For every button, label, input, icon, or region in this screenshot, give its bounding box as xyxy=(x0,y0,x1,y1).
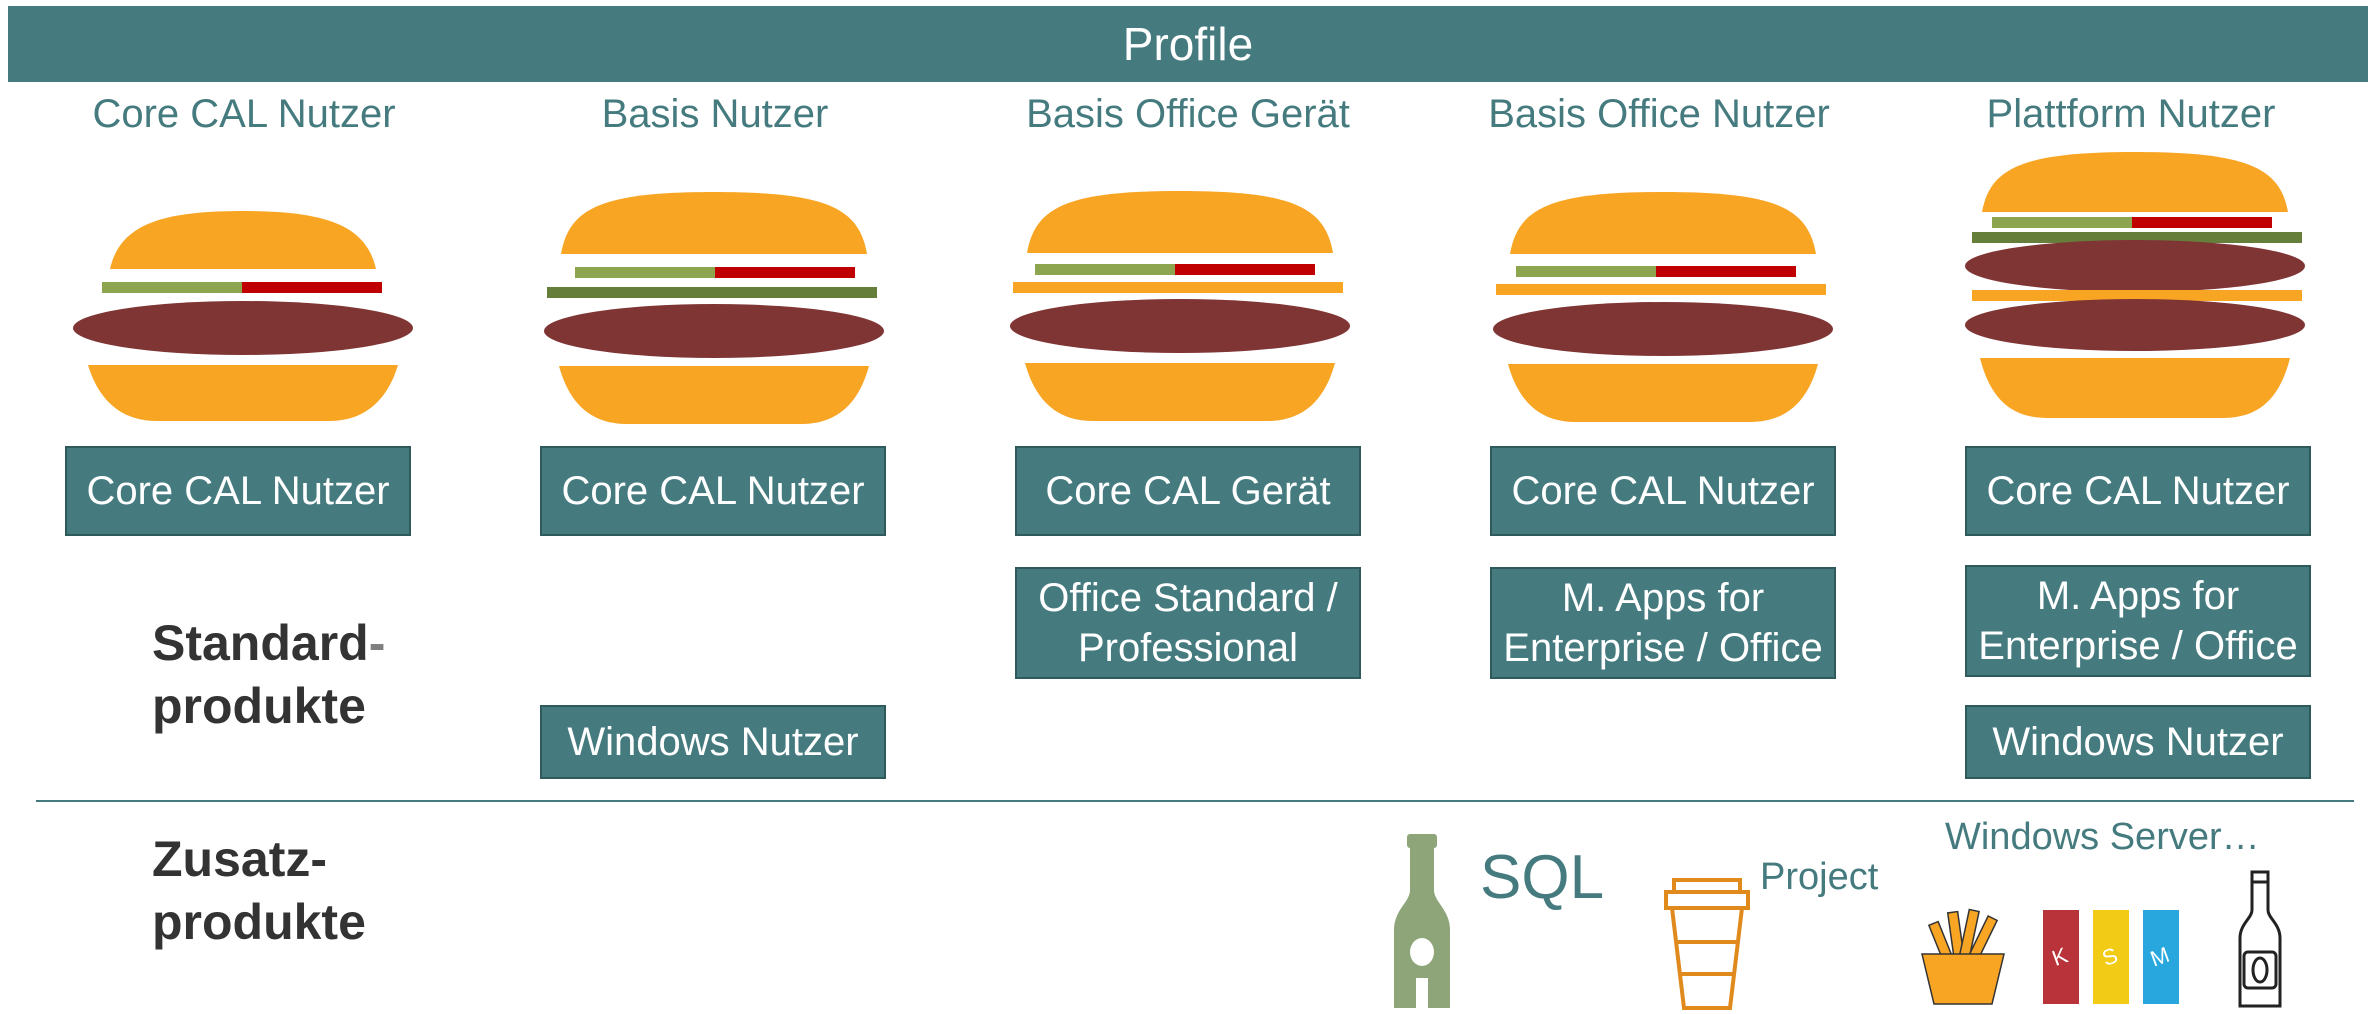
banner-title: Profile xyxy=(1122,18,1254,70)
box-core-cal-nutzer-2: Core CAL Nutzer xyxy=(540,446,886,536)
addon-label-windows-server: Windows Server… xyxy=(1945,816,2260,858)
can-m-icon: M xyxy=(2143,910,2179,1004)
coffee-cup-icon xyxy=(1664,878,1750,1010)
box-core-cal-nutzer-1: Core CAL Nutzer xyxy=(65,446,411,536)
section-label-standardprodukte: Standard- produkte xyxy=(152,612,385,737)
section-label-line-1: Standard xyxy=(152,615,369,671)
column-title-basis-office-geraet: Basis Office Gerät xyxy=(1026,92,1350,136)
beer-bottle-icon xyxy=(1394,834,1450,1008)
box-label: Core CAL Nutzer xyxy=(1986,469,2290,513)
soda-bottle-icon xyxy=(2238,870,2282,1008)
burger-icon-core-cal-nutzer xyxy=(73,211,413,421)
box-m-apps-enterprise-4: M. Apps for Enterprise / Office xyxy=(1490,567,1836,679)
box-label-line-2: Enterprise / Office xyxy=(1978,624,2298,668)
box-label-line-2: Professional xyxy=(1077,626,1299,670)
box-core-cal-geraet: Core CAL Gerät xyxy=(1015,446,1361,536)
box-label-line-2: Enterprise / Office xyxy=(1503,626,1823,670)
section-label-line-2: produkte xyxy=(152,893,366,950)
column-title-basis-office-nutzer: Basis Office Nutzer xyxy=(1488,92,1830,136)
section-label-hyphen: - xyxy=(368,615,386,671)
box-label: Core CAL Nutzer xyxy=(86,469,390,513)
profile-banner: Profile xyxy=(8,6,2368,82)
column-title-basis-nutzer: Basis Nutzer xyxy=(601,92,829,136)
addon-label-sql: SQL xyxy=(1480,843,1605,912)
box-m-apps-enterprise-5: M. Apps for Enterprise / Office xyxy=(1965,565,2311,677)
section-label-zusatzprodukte: Zusatz- produkte xyxy=(152,828,366,953)
box-core-cal-nutzer-5: Core CAL Nutzer xyxy=(1965,446,2311,536)
section-label-line-2: produkte xyxy=(152,677,366,734)
box-label-line-1: M. Apps for xyxy=(1561,576,1765,620)
box-windows-nutzer-2: Windows Nutzer xyxy=(540,705,886,779)
box-office-standard-professional: Office Standard / Professional xyxy=(1015,567,1361,679)
can-s-icon: S xyxy=(2093,910,2129,1004)
addon-label-project: Project xyxy=(1760,856,1879,898)
box-label: Windows Nutzer xyxy=(567,720,859,764)
box-label: Core CAL Nutzer xyxy=(1511,469,1815,513)
column-title-core-cal-nutzer: Core CAL Nutzer xyxy=(92,92,396,136)
burger-icon-basis-office-geraet xyxy=(1010,191,1350,421)
column-title-plattform-nutzer: Plattform Nutzer xyxy=(1986,92,2276,136)
box-label: Core CAL Nutzer xyxy=(561,469,865,513)
burger-icon-plattform-nutzer xyxy=(1965,152,2305,418)
fries-icon xyxy=(1921,908,2005,1005)
box-core-cal-nutzer-4: Core CAL Nutzer xyxy=(1490,446,1836,536)
can-k-icon: K xyxy=(2043,910,2079,1004)
burger-icon-basis-nutzer xyxy=(544,192,884,424)
burger-icon-basis-office-nutzer xyxy=(1493,192,1833,422)
box-windows-nutzer-5: Windows Nutzer xyxy=(1965,705,2311,779)
box-label-line-1: Office Standard / xyxy=(1038,576,1338,620)
box-label: Windows Nutzer xyxy=(1992,720,2284,764)
section-divider xyxy=(36,800,2354,802)
box-label-line-1: M. Apps for xyxy=(2036,574,2240,618)
box-label: Core CAL Gerät xyxy=(1045,469,1331,513)
section-label-line-1: Zusatz- xyxy=(152,831,327,887)
